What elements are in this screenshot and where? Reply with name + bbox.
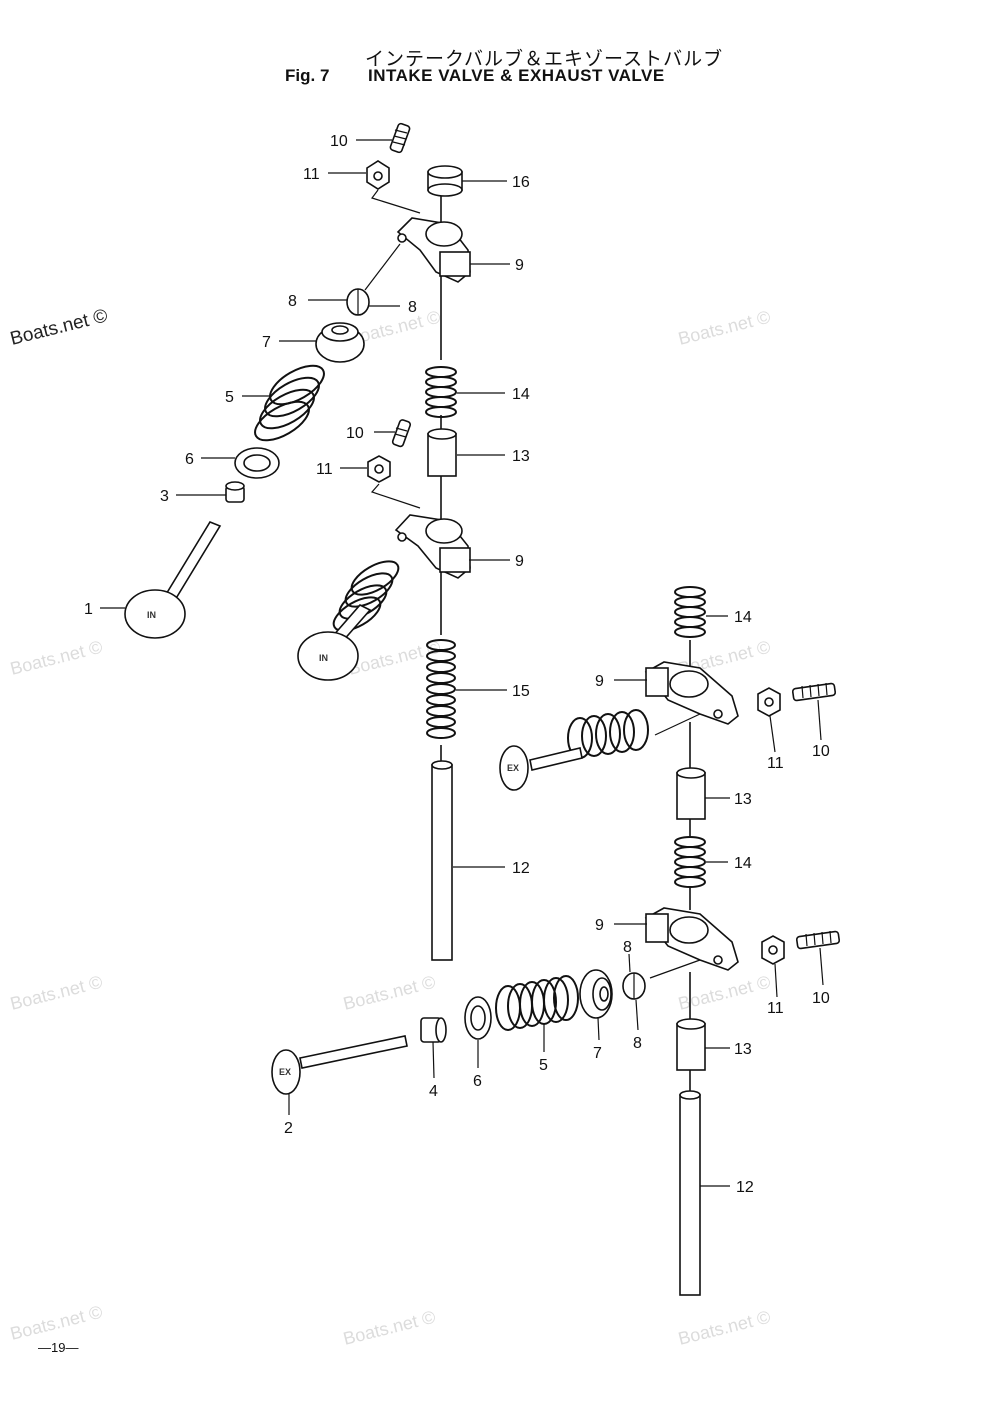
callout-1: 1 — [84, 601, 93, 618]
callout-11: 11 — [303, 166, 320, 183]
callout-10: 10 — [330, 133, 348, 150]
valve-collet — [346, 288, 370, 316]
callout-15: 15 — [512, 683, 530, 700]
valve-cap — [427, 165, 463, 197]
callout-13: 13 — [512, 448, 530, 465]
callout-12: 12 — [736, 1179, 754, 1196]
rocker-arm — [396, 217, 471, 283]
adjusting-screw — [795, 930, 841, 950]
watermark: Boats.net © — [8, 1302, 104, 1344]
callout-10: 10 — [812, 990, 830, 1007]
callout-11: 11 — [767, 755, 784, 772]
valve-stamp-in: IN — [147, 610, 156, 620]
spring-seat — [464, 996, 492, 1040]
callout-8: 8 — [288, 293, 297, 310]
adjusting-screw — [391, 419, 412, 448]
spring-retainer — [315, 322, 365, 363]
exhaust-valve-assembled: EX — [499, 709, 649, 791]
rocker-arm — [644, 661, 739, 725]
valve-stamp-ex: EX — [507, 763, 519, 773]
callout-labels: 10 11 16 9 8 8 7 5 14 10 13 6 11 3 9 1 1… — [84, 133, 830, 1196]
spacer-sleeve — [676, 767, 706, 820]
callout-8: 8 — [408, 299, 417, 316]
callout-7: 7 — [593, 1045, 602, 1062]
valve-spring — [254, 364, 325, 442]
watermark: Boats.net © — [8, 305, 110, 349]
lock-nut — [367, 455, 391, 483]
callout-9: 9 — [595, 673, 604, 690]
page-number: —19— — [38, 1340, 79, 1355]
assembly-guide-line — [364, 243, 401, 291]
assembly-guide-line — [371, 189, 421, 214]
callout-2: 2 — [284, 1120, 293, 1137]
watermark: Boats.net © — [341, 1307, 437, 1349]
rocker-arm — [644, 907, 739, 971]
callout-4: 4 — [429, 1083, 438, 1100]
callout-9: 9 — [515, 257, 524, 274]
watermark: Boats.net © — [341, 972, 437, 1014]
intake-valve-assembled: IN — [297, 560, 400, 681]
leader-lines — [100, 139, 824, 1187]
figure-title-english: INTAKE VALVE & EXHAUST VALVE — [368, 66, 665, 85]
callout-11: 11 — [767, 1000, 784, 1017]
rocker-arm — [394, 514, 471, 579]
watermark: Boats.net © — [8, 637, 104, 679]
spring-seat — [234, 447, 280, 479]
valve-spring-small — [674, 586, 706, 638]
push-rod — [679, 1090, 701, 1296]
callout-8: 8 — [623, 939, 632, 956]
callout-16: 16 — [512, 174, 530, 191]
callout-5: 5 — [225, 389, 234, 406]
spacer-sleeve — [676, 1018, 706, 1071]
valve-spring — [495, 975, 579, 1031]
assembly-guide-line — [370, 483, 421, 509]
callout-11: 11 — [316, 461, 333, 478]
valve-stamp-in: IN — [319, 653, 328, 663]
callout-5: 5 — [539, 1057, 548, 1074]
valve-stem-seal — [420, 1017, 447, 1043]
callout-8: 8 — [633, 1035, 642, 1052]
watermark: Boats.net © — [676, 307, 772, 349]
callout-12: 12 — [512, 860, 530, 877]
callout-6: 6 — [185, 451, 194, 468]
lock-nut — [761, 935, 785, 965]
callout-14: 14 — [734, 609, 752, 626]
spacer-sleeve — [427, 428, 457, 477]
callout-13: 13 — [734, 1041, 752, 1058]
assembly-guide-line — [649, 959, 701, 979]
intake-valve: IN — [124, 521, 222, 639]
callout-7: 7 — [262, 334, 271, 351]
lock-nut — [366, 160, 390, 190]
figure-title-japanese: インテークバルブ＆エキゾーストバルブ — [365, 48, 724, 70]
callout-9: 9 — [595, 917, 604, 934]
valve-spring-small — [674, 836, 706, 888]
callout-10: 10 — [812, 743, 830, 760]
valve-stamp-ex: EX — [279, 1067, 291, 1077]
lock-nut — [757, 687, 781, 717]
callout-14: 14 — [512, 386, 530, 403]
callout-13: 13 — [734, 791, 752, 808]
valve-collet — [622, 972, 646, 1000]
callout-14: 14 — [734, 855, 752, 872]
callout-3: 3 — [160, 488, 169, 505]
watermark: Boats.net © — [676, 1307, 772, 1349]
figure-number: Fig. 7 — [285, 66, 330, 85]
valve-spring-small — [425, 366, 457, 418]
valve-stem-seal — [225, 481, 245, 503]
pushrod-spring — [426, 639, 456, 739]
callout-9: 9 — [515, 553, 524, 570]
spring-retainer — [579, 969, 613, 1019]
adjusting-screw — [389, 122, 411, 154]
assembly-guide-line — [654, 713, 701, 736]
adjusting-screw — [791, 682, 837, 702]
callout-10: 10 — [346, 425, 364, 442]
callout-6: 6 — [473, 1073, 482, 1090]
push-rod — [431, 760, 453, 961]
watermark: Boats.net © — [8, 972, 104, 1014]
exhaust-valve: EX — [271, 1035, 408, 1095]
figure-header: インテークバルブ＆エキゾーストバルブ Fig. 7 INTAKE VALVE &… — [0, 0, 1000, 90]
